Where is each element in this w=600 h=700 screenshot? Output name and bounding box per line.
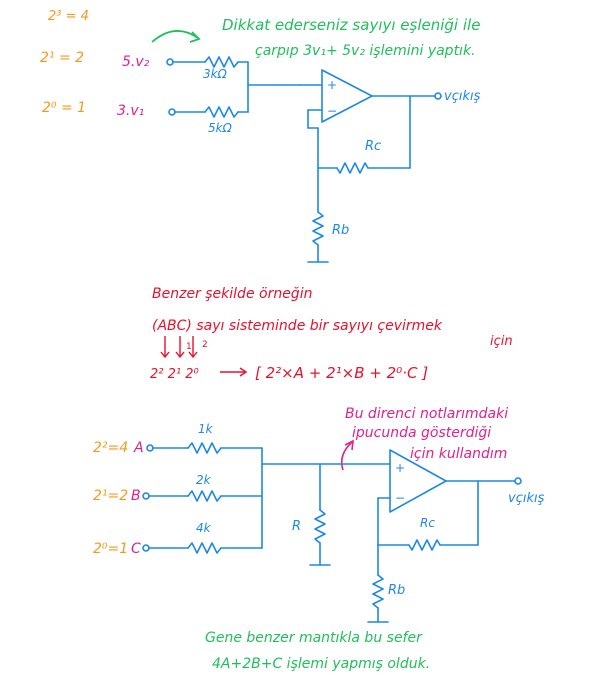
top-section: 2³ = 4 2¹ = 2 2⁰ = 1 Dikkat ederseniz sa… (40, 9, 481, 263)
res-5k-label: 5kΩ (208, 121, 233, 135)
input-node-upper (166, 58, 174, 66)
middle-exp-row: 2² 2¹ 2⁰ (150, 367, 200, 382)
top-minus-sign: − (327, 104, 337, 118)
label-b-power: 2¹=2 (93, 488, 128, 504)
top-rc-label: Rc (365, 139, 381, 154)
resistor-rc-bottom (408, 539, 441, 551)
top-note-line1: Dikkat ederseniz sayıyı eşleniği ile (222, 16, 480, 34)
power-label-2: 2¹ = 2 (40, 50, 84, 66)
bottom-rc-label: Rc (420, 516, 435, 530)
label-c-power: 2⁰=1 (93, 541, 128, 557)
green-arrowhead-icon (189, 31, 201, 43)
bottom-opamp (389, 449, 447, 513)
right-arrow-icon (220, 367, 248, 377)
res-2k-label: 2k (196, 473, 212, 487)
bottom-rb-label: Rb (388, 583, 405, 598)
small-label-1: 1 (186, 342, 192, 352)
top-plus-sign: + (327, 78, 337, 92)
top-output-label: vçıkış (444, 89, 481, 104)
input-node-c (142, 544, 150, 552)
label-a: A (133, 440, 144, 456)
middle-formula: [ 2²×A + 2¹×B + 2⁰·C ] (255, 364, 428, 382)
bottom-output-node (514, 477, 522, 485)
bottom-output-label: vçıkış (508, 491, 545, 506)
res-1k-label: 1k (198, 422, 214, 436)
resistor-rb-bottom (372, 574, 384, 609)
conclusion-line1: Gene benzer mantıkla bu sefer (205, 630, 423, 646)
input-lower-label: 3.v₁ (117, 103, 144, 119)
middle-section: Benzer şekilde örneğin (ABC) sayı sistem… (150, 286, 513, 382)
res-r-label: R (292, 519, 301, 534)
resistor-rb-top (312, 211, 324, 246)
small-label-2: 2 (202, 340, 208, 350)
top-circuit-wires (166, 56, 442, 263)
top-opamp (321, 69, 373, 123)
input-upper-label: 5.v₂ (122, 54, 150, 70)
bottom-minus-sign: − (395, 491, 405, 505)
resistor-r (314, 509, 326, 544)
resistor-2k (187, 490, 222, 502)
power-label-4: 2³ = 4 (48, 9, 89, 24)
middle-line3: için (490, 334, 513, 349)
resistor-5k (204, 106, 239, 118)
green-arrow-icon (151, 30, 199, 43)
pink-arrowhead-icon (344, 439, 354, 451)
conclusion-line2: 4A+2B+C işlemi yapmış olduk. (212, 656, 430, 672)
label-a-power: 2²=4 (93, 440, 128, 456)
bottom-section: Bu direnci notlarımdaki ipucunda gösterd… (93, 406, 545, 672)
middle-line2: (ABC) sayı sisteminde bir sayıyı çevirme… (152, 318, 443, 334)
down-arrows-icon (160, 336, 198, 359)
resistor-rc-top (336, 162, 369, 174)
bottom-note-line2: ipucunda gösterdiği (352, 425, 491, 441)
input-node-b (142, 492, 150, 500)
input-node-lower (168, 108, 176, 116)
pink-arrow-icon (340, 441, 353, 471)
power-label-1: 2⁰ = 1 (42, 100, 86, 116)
label-b: B (131, 488, 141, 504)
top-rb-label: Rb (332, 223, 349, 238)
res-3k-label: 3kΩ (203, 67, 228, 81)
bottom-plus-sign: + (395, 461, 405, 475)
input-node-a (146, 444, 154, 452)
middle-line1: Benzer şekilde örneğin (152, 286, 312, 302)
resistor-3k (204, 56, 239, 68)
top-note-line2: çarpıp 3v₁+ 5v₂ işlemini yaptık. (255, 43, 476, 59)
resistor-1k (187, 442, 222, 454)
bottom-note-line1: Bu direnci notlarımdaki (345, 406, 508, 422)
bottom-circuit-wires (142, 442, 522, 623)
label-c: C (131, 541, 141, 557)
top-output-node (434, 92, 442, 100)
resistor-4k (187, 542, 222, 554)
bottom-note-line3: için kullandım (410, 446, 507, 462)
res-4k-label: 4k (196, 521, 212, 535)
